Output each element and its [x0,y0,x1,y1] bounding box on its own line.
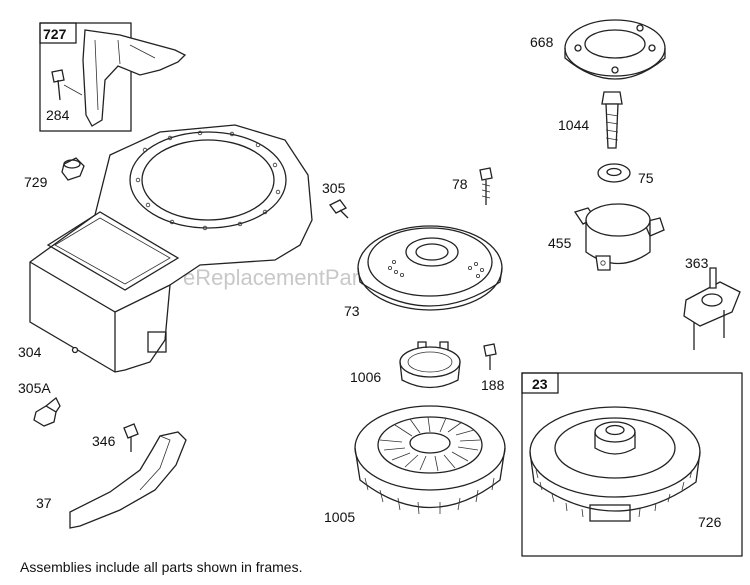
part-starter-cup-668[interactable] [564,19,666,80]
part-screw-78[interactable] [479,167,493,205]
part-label-37: 37 [36,495,52,511]
part-screw-188[interactable] [483,343,497,370]
part-label-75: 75 [638,170,654,186]
part-flywheel-726[interactable] [529,406,701,522]
part-label-668: 668 [530,34,554,50]
part-blower-housing-304[interactable] [29,124,313,373]
part-label-1005: 1005 [324,509,355,525]
part-screw-305[interactable] [329,199,349,219]
part-label-304: 304 [18,344,42,360]
part-bolt-1044[interactable] [601,91,623,149]
part-air-guide-37[interactable] [69,431,187,529]
part-clutch-1006[interactable] [399,341,461,389]
part-rotating-screen-73[interactable] [357,225,503,311]
assembly-frame-23 [521,372,743,557]
assembly-frame-727 [39,22,132,132]
part-label-284: 284 [46,107,70,123]
part-label-726: 726 [698,514,722,530]
frame-label-727: 727 [43,26,67,42]
frame-label-23: 23 [532,376,548,392]
part-label-305: 305 [322,180,346,196]
part-label-346: 346 [92,433,116,449]
part-label-73: 73 [344,303,360,319]
part-washer-75[interactable] [597,163,631,183]
part-plug-729[interactable] [61,157,85,181]
part-screw-346[interactable] [123,423,139,452]
part-label-78: 78 [452,176,468,192]
part-bracket-363[interactable] [683,267,741,350]
part-label-1044: 1044 [558,117,589,133]
part-label-305A: 305A [18,380,51,396]
part-baffle-727[interactable] [82,29,187,127]
part-label-363: 363 [685,255,709,271]
part-label-1006: 1006 [350,369,381,385]
footer-note: Assemblies include all parts shown in fr… [20,559,302,575]
part-screw-284[interactable] [51,69,83,101]
part-label-729: 729 [24,174,48,190]
part-bracket-455[interactable] [573,203,665,271]
frame-label-box-23 [521,372,559,394]
part-label-455: 455 [548,235,572,251]
part-label-188: 188 [481,377,505,393]
part-flywheel-1005[interactable] [354,405,506,515]
frame-label-box-727 [39,22,77,44]
part-screw-305A[interactable] [33,396,61,427]
